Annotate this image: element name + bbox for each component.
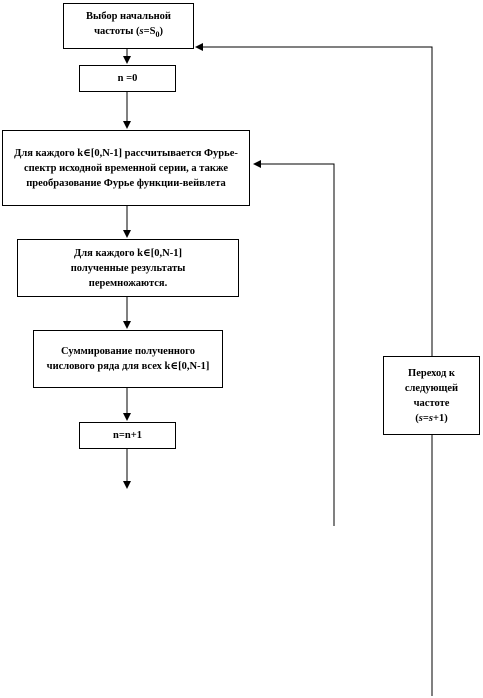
next-frequency-var: s	[418, 412, 423, 424]
fourier-label: Для каждого k∈[0,N-1] рассчитывается Фур…	[14, 147, 238, 189]
multiply-label: Для каждого k∈[0,N-1] полученные результ…	[70, 247, 186, 289]
fourier-box: Для каждого k∈[0,N-1] рассчитывается Фур…	[2, 130, 250, 206]
start-frequency-sub: 0	[155, 30, 160, 40]
loop-line-to-fourier	[253, 160, 335, 526]
n-init-label: n =0	[117, 73, 138, 84]
start-frequency-suffix: )	[159, 26, 163, 38]
start-frequency-var: s	[139, 26, 144, 38]
loop-line-next-freq-to-start	[195, 43, 433, 356]
start-frequency-line2-prefix: частоты (	[94, 26, 140, 38]
start-frequency-box: Выбор начальной частоты (s=S0)	[63, 3, 194, 49]
multiply-box: Для каждого k∈[0,N-1] полученные результ…	[17, 239, 239, 297]
next-frequency-box: Переход к следующей частоте (s=s+1)	[383, 356, 480, 435]
next-frequency-line1: Переход к следующей частоте	[404, 367, 459, 409]
start-frequency-line1: Выбор начальной	[86, 11, 171, 23]
n-increment-box: n=n+1	[79, 422, 176, 449]
start-frequency-eq: =S	[143, 26, 156, 38]
n-init-box: n =0	[79, 65, 176, 92]
next-frequency-suffix: +1)	[432, 412, 448, 424]
n-increment-label: n=n+1	[113, 430, 142, 441]
next-frequency-eq: =	[422, 412, 429, 424]
next-frequency-prefix: (	[415, 412, 419, 424]
sum-label: Суммирование полученного числового ряда …	[46, 346, 210, 372]
sum-box: Суммирование полученного числового ряда …	[33, 330, 223, 388]
next-frequency-var2: s	[428, 412, 433, 424]
